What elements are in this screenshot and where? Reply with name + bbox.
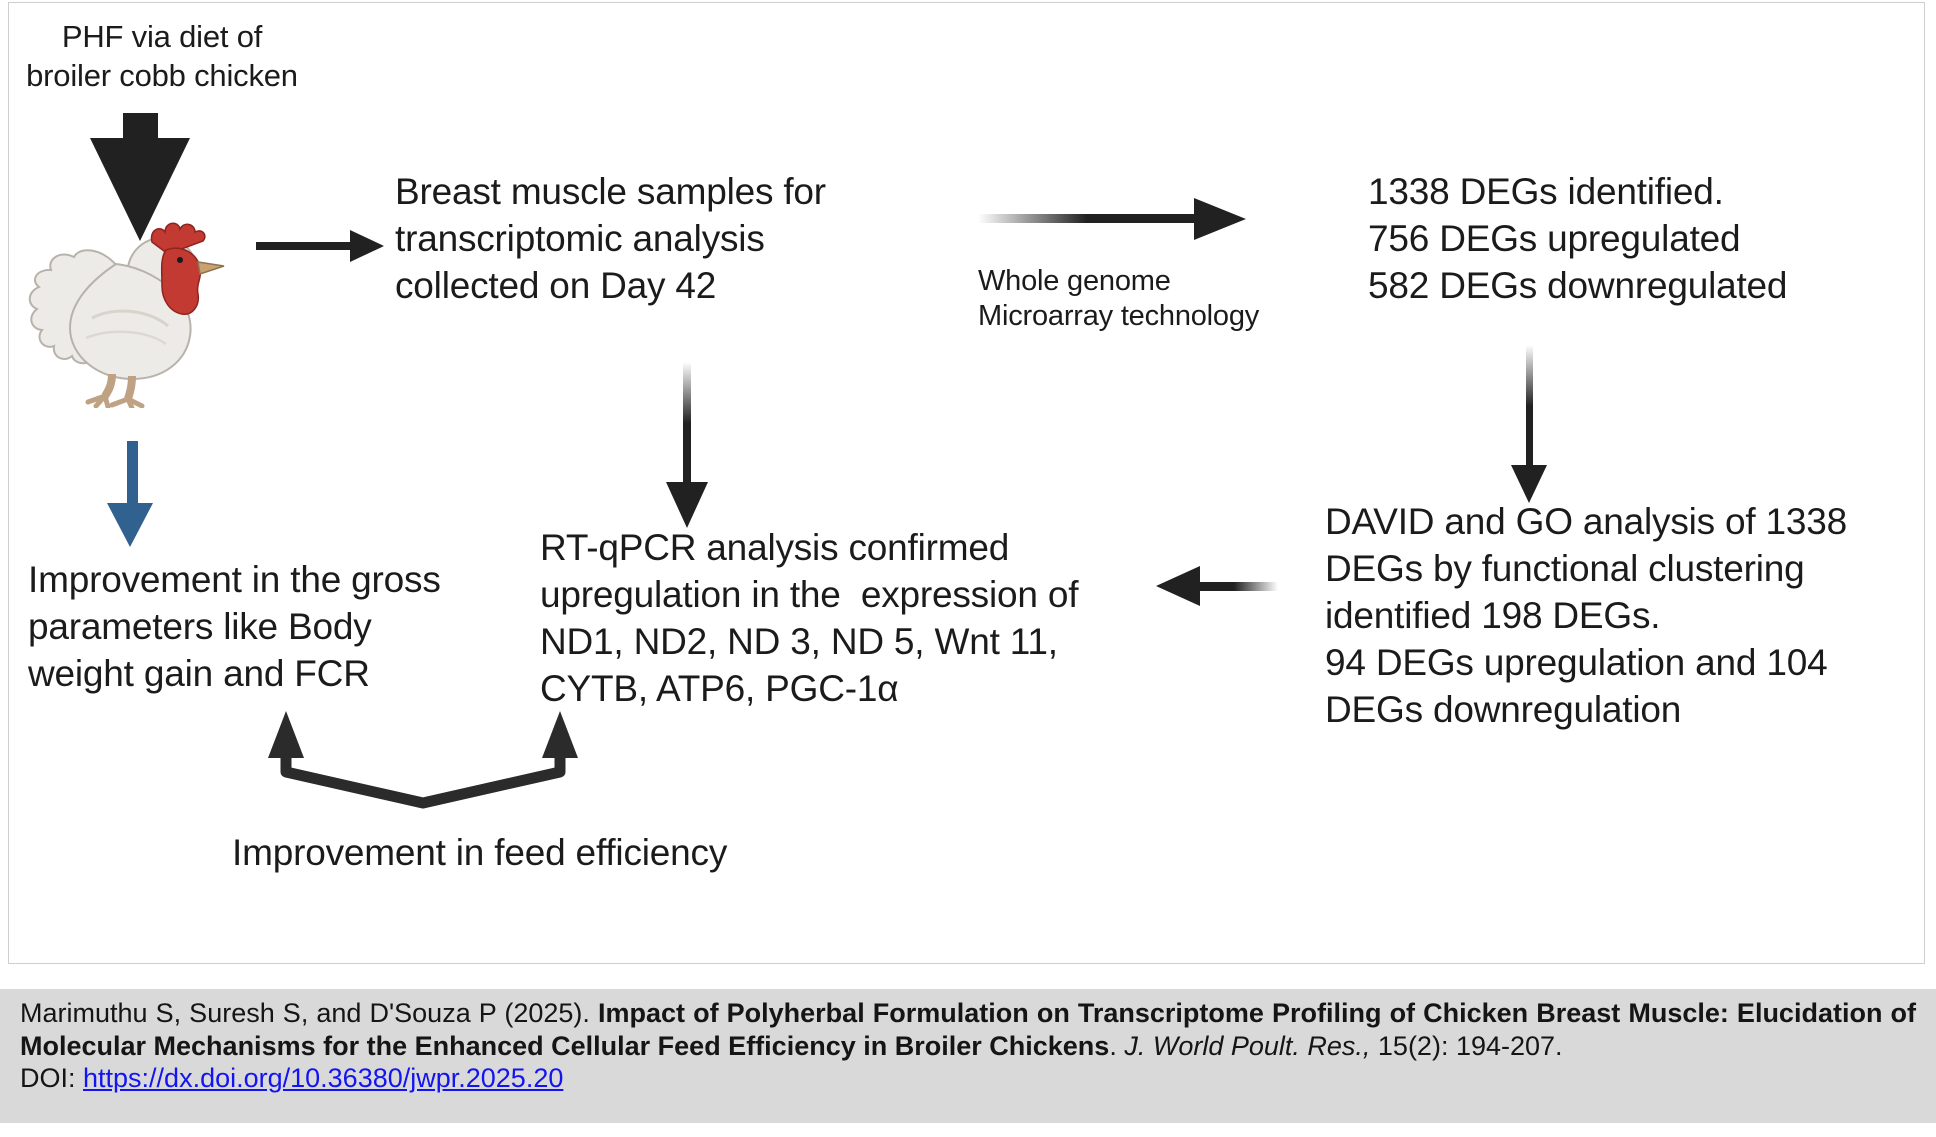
rtqpcr-node: RT-qPCR analysis confirmed upregulation … — [540, 527, 1079, 709]
feed-efficiency-v-arrow-icon — [268, 711, 578, 809]
microarray-label: Whole genome Microarray technology — [978, 265, 1260, 332]
degs-node: 1338 DEGs identified. 756 DEGs upregulat… — [1368, 171, 1788, 306]
arrow-breast-to-rtqpcr-icon — [666, 362, 708, 528]
chicken-icon — [28, 222, 225, 408]
doi-label: DOI: — [20, 1063, 84, 1094]
citation-text: Marimuthu S, Suresh S, and D'Souza P (20… — [20, 997, 1916, 1095]
feed-efficiency-label: Improvement in feed efficiency — [232, 832, 728, 873]
citation-title: Impact of Polyherbal Formulation on Tran… — [20, 998, 1916, 1061]
gross-parameters-node: Improvement in the gross parameters like… — [28, 559, 441, 694]
citation-separator: . — [1109, 1030, 1125, 1061]
diagram-border-box — [8, 2, 1925, 964]
breast-muscle-node: Breast muscle samples for transcriptomic… — [395, 171, 826, 306]
arrow-degs-to-david-icon — [1511, 345, 1547, 503]
arrow-chicken-to-breast-icon — [256, 230, 384, 262]
arrow-david-to-rtqpcr-icon — [1156, 566, 1278, 606]
citation-authors: Marimuthu S, Suresh S, and D'Souza P (20… — [20, 998, 598, 1028]
arrow-microarray-icon — [978, 198, 1246, 240]
citation-bar: Marimuthu S, Suresh S, and D'Souza P (20… — [0, 989, 1936, 1123]
david-go-node: DAVID and GO analysis of 1338 DEGs by fu… — [1325, 501, 1848, 730]
phf-diet-label: PHF via diet of broiler cobb chicken — [26, 19, 298, 93]
arrow-phf-to-chicken-icon — [90, 113, 190, 241]
citation-journal: J. World Poult. Res., — [1124, 1030, 1371, 1061]
citation-volume-pages: 15(2): 194-207. — [1370, 1030, 1563, 1061]
doi-link[interactable]: https://dx.doi.org/10.36380/jwpr.2025.20 — [83, 1063, 564, 1094]
blue-down-arrow-icon — [107, 441, 153, 547]
